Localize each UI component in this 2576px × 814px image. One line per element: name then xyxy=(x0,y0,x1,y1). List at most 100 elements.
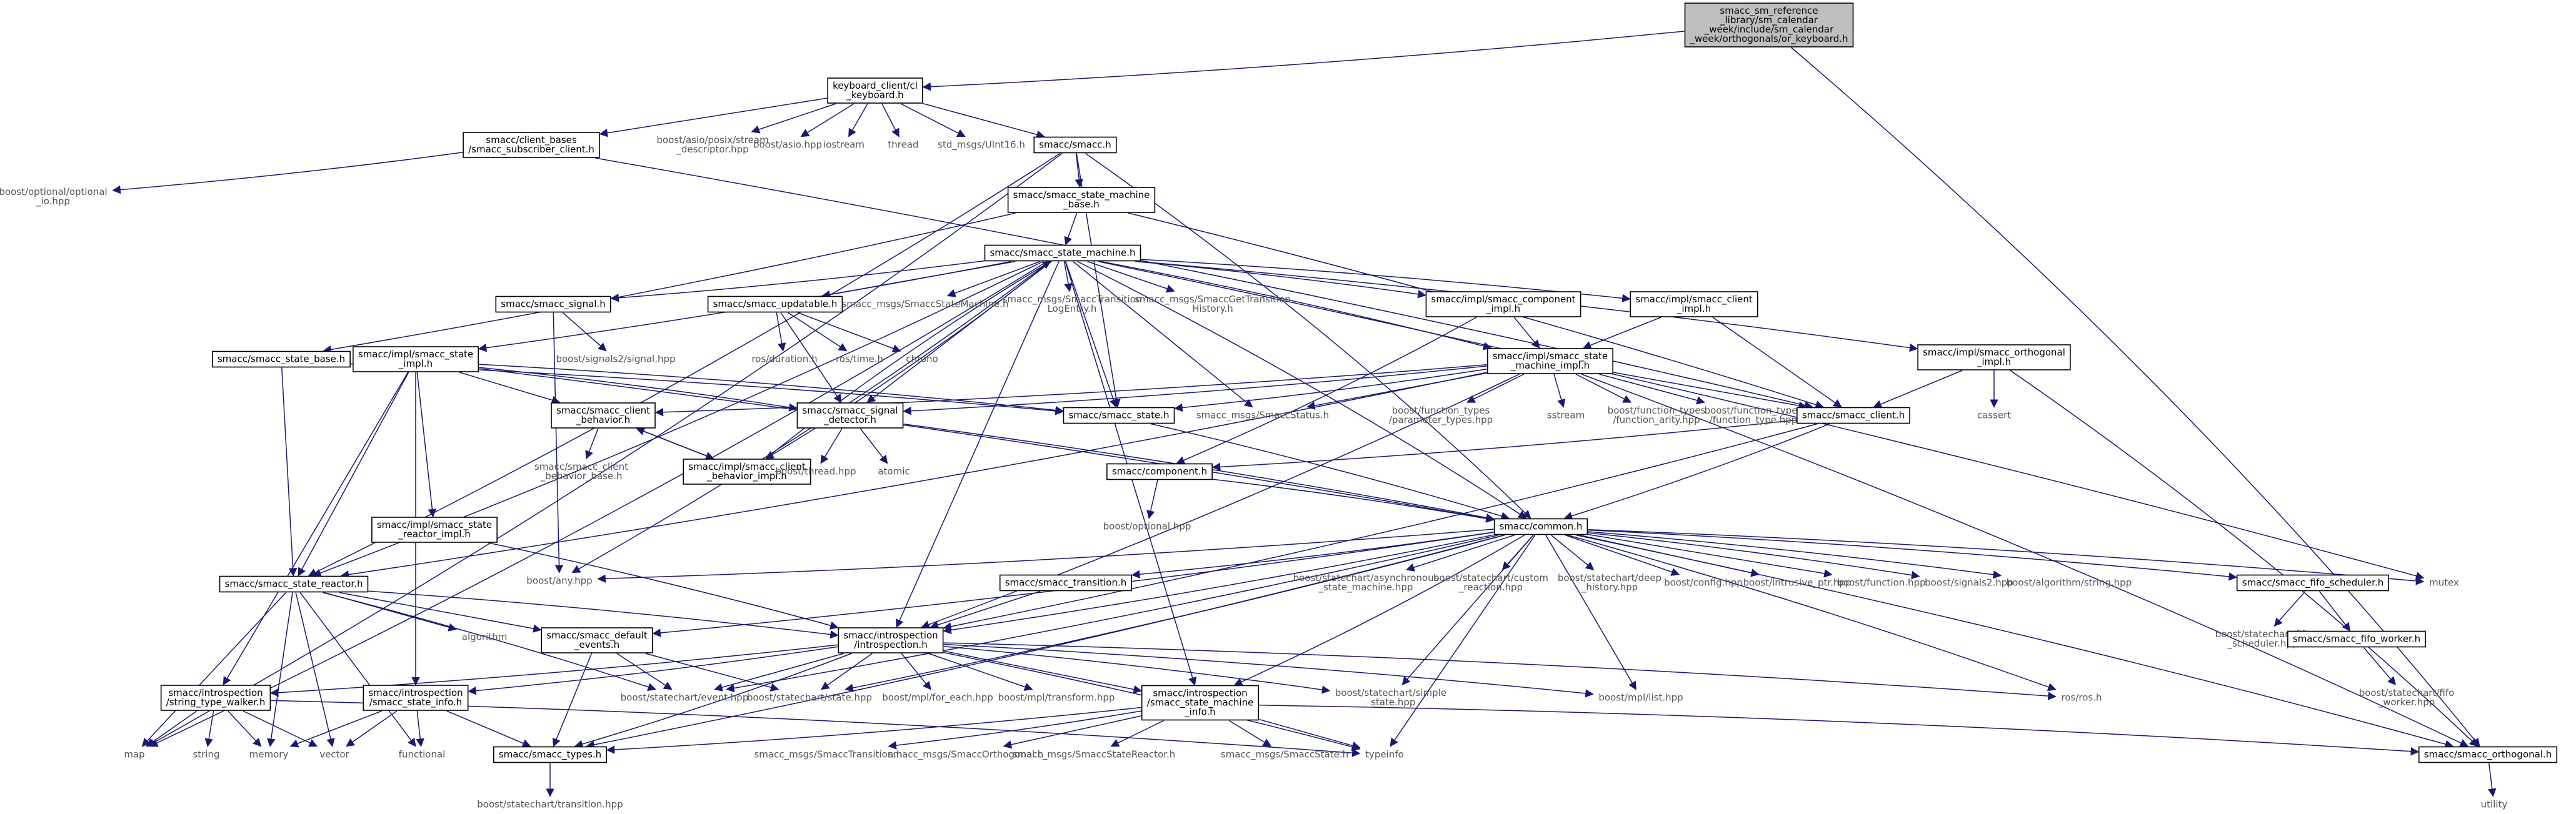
edge-csub-to-cl xyxy=(595,157,1813,410)
node-smimpl[interactable]: smacc/impl/smacc_state_machine_impl.h xyxy=(1487,348,1613,374)
node-label: vector xyxy=(319,749,349,760)
node-sm[interactable]: smacc/smacc_state_machine.h xyxy=(984,244,1141,262)
node-ssb[interactable]: smacc/smacc_state_base.h xyxy=(212,350,351,368)
node-scasm: boost/statechart/asynchronous_state_mach… xyxy=(1293,572,1439,593)
node-smi[interactable]: smacc/introspection/smacc_state_machine_… xyxy=(1141,685,1260,721)
node-label: _impl.h xyxy=(1676,303,1711,315)
node-common[interactable]: smacc/common.h xyxy=(1493,518,1588,535)
node-label: boost/statechart/custom xyxy=(1433,572,1548,583)
node-orth[interactable]: smacc/smacc_orthogonal.h xyxy=(2418,746,2558,763)
node-label: chrono xyxy=(906,354,938,365)
node-cb[interactable]: smacc/smacc_client_behavior.h xyxy=(551,402,656,429)
node-label: boost/config.hpp xyxy=(1664,577,1743,588)
edge-intro-to-scevent xyxy=(714,653,844,692)
edge-defev-to-types xyxy=(552,653,593,747)
node-string: string xyxy=(193,749,219,760)
node-cbimpl[interactable]: smacc/impl/smacc_client_behavior_impl.h xyxy=(683,459,811,485)
node-upd[interactable]: smacc/smacc_updatable.h xyxy=(707,295,843,313)
edge-sr-to-intro xyxy=(368,590,839,639)
node-label: iostream xyxy=(823,139,865,151)
node-box xyxy=(1797,407,1910,424)
node-label: _behavior.h xyxy=(576,414,630,426)
edge-stw-to-map xyxy=(146,710,198,747)
edge-smimpl-to-ftpt xyxy=(1466,374,1525,403)
node-csub[interactable]: smacc/client_bases/smacc_subscriber_clie… xyxy=(463,132,600,158)
edge-smacc-to-smb xyxy=(1075,153,1083,188)
edge-sr-to-map xyxy=(141,592,286,747)
edge-fifow-to-scfw xyxy=(2363,647,2397,686)
node-box xyxy=(1007,187,1156,213)
edge-smacc-to-common xyxy=(1085,152,1531,519)
node-ssi[interactable]: smacc/introspection/smacc_state_info.h xyxy=(363,685,469,711)
edge-intro-to-mpllist xyxy=(943,643,1594,698)
edge-common-to-types xyxy=(586,534,1505,749)
node-label: boost/statechart/asynchronous xyxy=(1293,572,1439,583)
edge-smi-to-msgso xyxy=(1003,715,1141,749)
node-label: /smacc_subscriber_client.h xyxy=(468,144,594,156)
node-label: _reaction.hpp xyxy=(1458,582,1523,593)
edge-sr-to-memory xyxy=(267,592,293,747)
node-thread: thread xyxy=(888,139,918,151)
node-bopt: boost/optional.hpp xyxy=(1103,521,1191,532)
node-sd[interactable]: smacc/smacc_signal_detector.h xyxy=(796,402,904,429)
node-bfunc: boost/function.hpp xyxy=(1837,577,1925,588)
edge-ssi-to-types xyxy=(446,710,531,747)
node-smb[interactable]: smacc/smacc_state_machine_base.h xyxy=(1007,187,1156,213)
node-label: boost/any.hpp xyxy=(526,575,592,587)
edge-stw-to-string xyxy=(204,710,214,747)
node-label: boost/mpl/transform.hpp xyxy=(998,692,1115,703)
edge-ssi-to-vector xyxy=(346,710,398,747)
node-srimpl[interactable]: smacc/impl/smacc_state_reactor_impl.h xyxy=(371,517,498,543)
node-stdesc: boost/asio/posix/stream_descriptor.hpp xyxy=(656,134,768,156)
node-smacc[interactable]: smacc/smacc.h xyxy=(1033,136,1117,154)
node-compimpl[interactable]: smacc/impl/smacc_component_impl.h xyxy=(1425,291,1581,317)
edge-common-to-smi xyxy=(1233,534,1525,686)
node-climpl[interactable]: smacc/impl/smacc_client_impl.h xyxy=(1630,291,1758,317)
node-label: _week/include/sm_calendar xyxy=(1704,24,1834,36)
node-bthread: boost/thread.hpp xyxy=(775,466,856,477)
edge-ss-to-common xyxy=(1151,423,1510,520)
node-label: /function_type.hpp xyxy=(1710,414,1798,426)
node-comp[interactable]: smacc/component.h xyxy=(1106,463,1213,480)
node-label: _impl.h xyxy=(1486,303,1520,315)
node-root[interactable]: smacc_sm_reference_library/sm_calendar_w… xyxy=(1684,2,1854,47)
node-ssimpl[interactable]: smacc/impl/smacc_state_impl.h xyxy=(353,346,479,372)
node-algorithm: algorithm xyxy=(462,632,507,643)
node-fifos[interactable]: smacc/smacc_fifo_scheduler.h xyxy=(2236,574,2390,592)
node-label: smacc_msgs/SmaccState.h xyxy=(1221,749,1348,761)
edge-orthimpl-to-orth xyxy=(2010,370,2478,747)
node-balg: boost/algorithm/string.hpp xyxy=(2007,577,2132,588)
node-trans[interactable]: smacc/smacc_transition.h xyxy=(999,574,1133,592)
edge-stw-to-memory xyxy=(228,710,262,747)
node-types[interactable]: smacc/smacc_types.h xyxy=(493,746,607,763)
node-label: /introspection.h xyxy=(854,639,927,650)
edge-sd-to-atomic xyxy=(860,428,888,464)
node-box xyxy=(371,517,498,543)
node-intro[interactable]: smacc/introspection/introspection.h xyxy=(838,627,944,653)
node-label: utility xyxy=(2481,799,2508,810)
node-orthimpl[interactable]: smacc/impl/smacc_orthogonal_impl.h xyxy=(1917,344,2071,370)
node-stw[interactable]: smacc/introspection/string_type_walker.h xyxy=(160,685,271,711)
node-box xyxy=(495,295,611,313)
node-box xyxy=(551,402,656,429)
node-utility: utility xyxy=(2481,799,2508,810)
edge-ssimpl-to-common xyxy=(479,368,1495,523)
node-label: smacc_msgs/SmaccStateReactor.h xyxy=(1013,749,1176,761)
node-sr[interactable]: smacc/smacc_state_reactor.h xyxy=(219,575,369,593)
edge-common-to-rosros xyxy=(1567,534,2057,692)
node-msgso: smacc_msgs/SmaccOrthogonal.h xyxy=(888,749,1044,761)
edge-intro-to-scss xyxy=(943,645,1331,694)
edge-kbd-to-iostream xyxy=(848,103,868,137)
node-sig[interactable]: smacc/smacc_signal.h xyxy=(495,295,611,313)
edge-cl-to-common xyxy=(1563,423,1830,520)
node-defev[interactable]: smacc/smacc_default_events.h xyxy=(541,627,653,653)
edge-common-to-fifos xyxy=(1588,529,2238,581)
node-ss[interactable]: smacc/smacc_state.h xyxy=(1063,407,1175,424)
node-label: boost/optional/optional xyxy=(0,186,108,197)
node-label: smacc/smacc_signal.h xyxy=(501,299,605,310)
node-fifow[interactable]: smacc/smacc_fifo_worker.h xyxy=(2287,630,2426,648)
node-kbd[interactable]: keyboard_client/cl_keyboard.h xyxy=(827,77,923,104)
node-cl[interactable]: smacc/smacc_client.h xyxy=(1797,407,1910,424)
edge-sm-to-msggth xyxy=(1087,261,1175,293)
